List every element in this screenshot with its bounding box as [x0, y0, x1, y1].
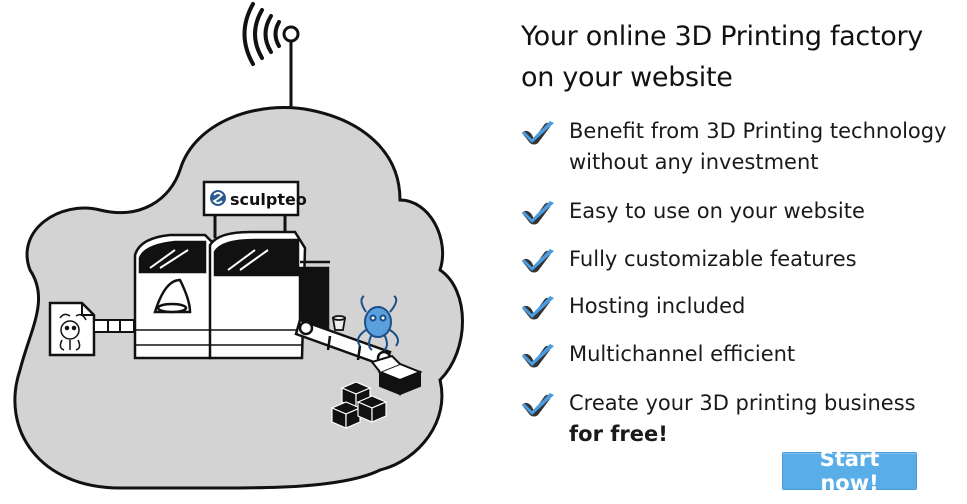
- stacked-boxes-icon: [330, 381, 388, 429]
- cup-figure: [331, 315, 347, 331]
- blue-check-icon: [522, 344, 554, 368]
- page-headline: Your online 3D Printing factory on your …: [521, 21, 923, 93]
- octopus-figure: [357, 295, 399, 351]
- feature-text: Benefit from 3D Printing technology: [569, 119, 947, 143]
- model-file-icon: [48, 301, 96, 357]
- feed-pipe: [93, 319, 135, 333]
- feature-item: Create your 3D printing business for fre…: [520, 388, 916, 450]
- blue-check-icon: [522, 201, 554, 225]
- feature-item: Hosting included: [520, 291, 745, 322]
- antenna-icon: [242, 2, 300, 112]
- blue-check-icon: [522, 393, 554, 417]
- start-now-button[interactable]: Start now!: [782, 447, 917, 495]
- sculpteo-logo-sign: sculpteo: [202, 180, 307, 238]
- hero-illustration: sculpteo: [13, 2, 464, 490]
- feature-text-bold: for free!: [569, 422, 668, 446]
- feature-text: Fully customizable features: [569, 247, 857, 271]
- feature-item: Fully customizable features: [520, 244, 857, 275]
- feature-text: without any investment: [569, 150, 819, 174]
- printer-machine: [133, 230, 330, 360]
- feature-text: Create your 3D printing business: [569, 391, 916, 415]
- blue-check-icon: [522, 249, 554, 273]
- feature-item: Multichannel efficient: [520, 339, 795, 370]
- open-box-icon: [370, 354, 423, 396]
- blue-check-icon: [522, 296, 554, 320]
- blue-check-icon: [522, 121, 554, 145]
- feature-item: Benefit from 3D Printing technology with…: [520, 116, 947, 178]
- logo-text: sculpteo: [230, 190, 307, 209]
- feature-item: Easy to use on your website: [520, 196, 865, 227]
- feature-text: Hosting included: [569, 294, 746, 318]
- feature-text: Easy to use on your website: [569, 199, 865, 223]
- feature-text: Multichannel efficient: [569, 342, 796, 366]
